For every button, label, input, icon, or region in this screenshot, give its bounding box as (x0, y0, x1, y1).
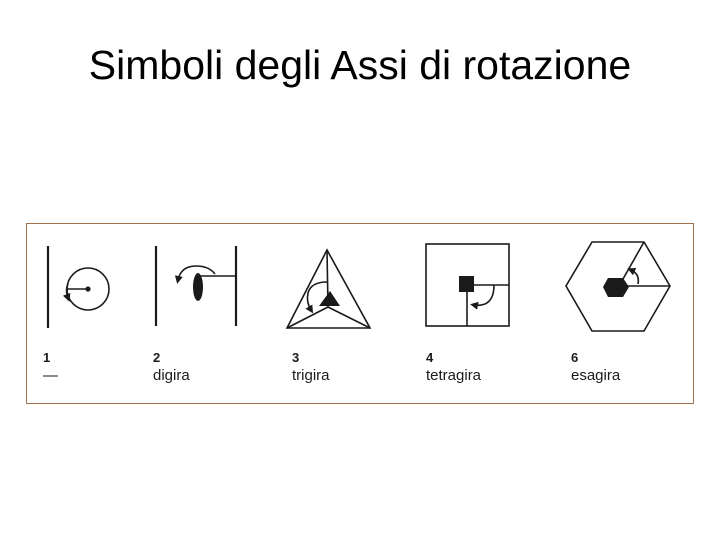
axis-3-number: 3 (292, 350, 300, 365)
axis-1-number: 1 (43, 350, 51, 365)
trigira-symbol (285, 248, 372, 329)
axis-2-number: 2 (153, 350, 161, 365)
axes-diagram (46, 241, 671, 332)
digira-symbol (154, 246, 238, 326)
tetragira-symbol (425, 243, 510, 327)
axis-4-number: 4 (426, 350, 434, 365)
axis-3-name: trigira (292, 367, 330, 384)
esagira-symbol (565, 241, 671, 332)
axis-6-name: esagira (571, 367, 621, 384)
axis-6-number: 6 (571, 350, 579, 365)
axis-1-name: — (43, 367, 58, 384)
monogira-symbol (46, 246, 110, 328)
axis-4-name: tetragira (426, 367, 482, 384)
axis-2-name: digira (153, 367, 190, 384)
rotation-axes-figure: 1 — 2 digira 3 trigira 4 tetragira 6 esa… (26, 223, 694, 404)
slide-title: Simboli degli Assi di rotazione (88, 42, 632, 88)
